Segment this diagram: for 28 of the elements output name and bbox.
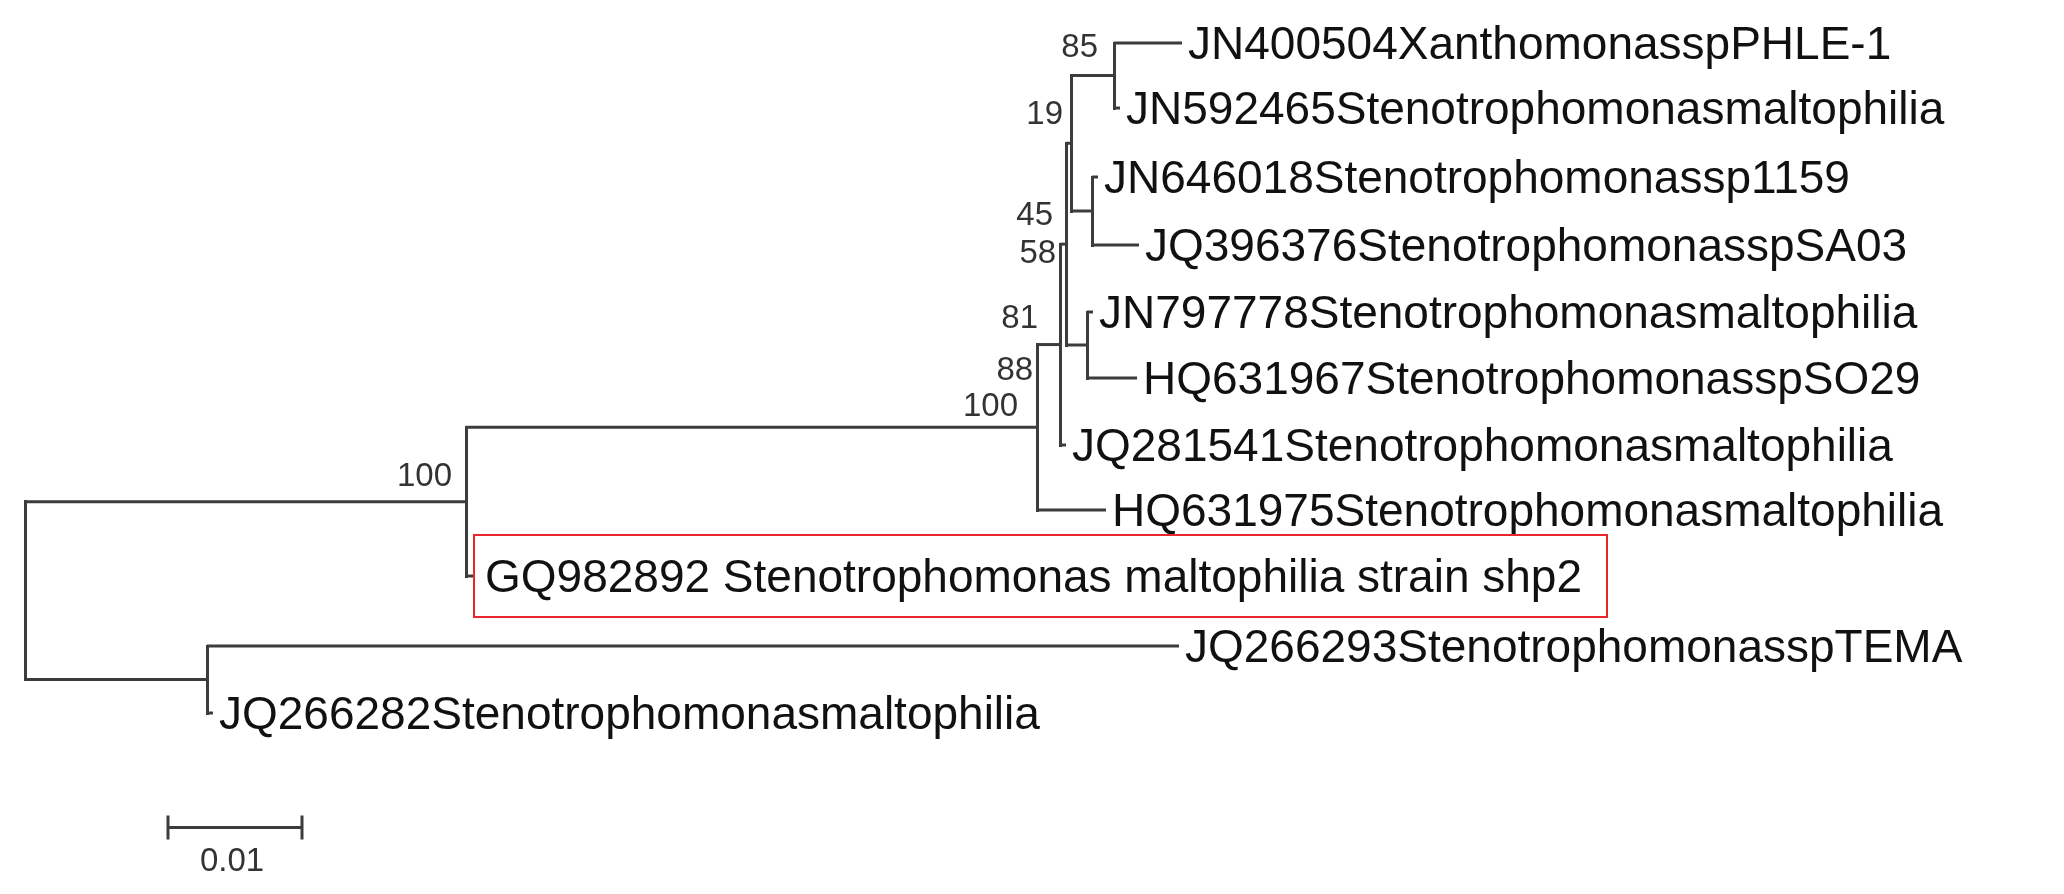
branch-line [25,500,466,504]
branch-line [466,425,1037,429]
tree-node-bar [1058,242,1062,447]
bootstrap-value: 88 [996,351,1034,385]
branch-line [1087,376,1137,380]
bootstrap-value: 45 [1016,196,1053,230]
tree-node-bar [1064,141,1068,347]
tree-node-bar [1069,74,1073,213]
bootstrap-value: 100 [962,387,1018,421]
tree-node-bar [1035,343,1039,512]
bootstrap-value: 100 [396,457,452,491]
tree-node-bar [1090,175,1094,247]
tree-node-bar [1112,41,1116,110]
branch-line [207,644,1179,648]
scale-label: 0.01 [200,842,265,876]
tree-node-bar [205,644,209,715]
tree-node-bar [23,500,27,681]
bootstrap-value: 58 [1019,234,1057,268]
branch-line [1114,41,1182,45]
highlight-box [473,534,1608,618]
branch-line [1092,243,1139,247]
branch-line [1037,508,1106,512]
bootstrap-value: 81 [1001,299,1038,333]
tree-node-bar [1085,310,1089,380]
branch-line [25,678,207,681]
bootstrap-value: 85 [1061,28,1098,62]
branch-line [1071,74,1114,77]
bootstrap-value: 19 [1026,95,1063,129]
